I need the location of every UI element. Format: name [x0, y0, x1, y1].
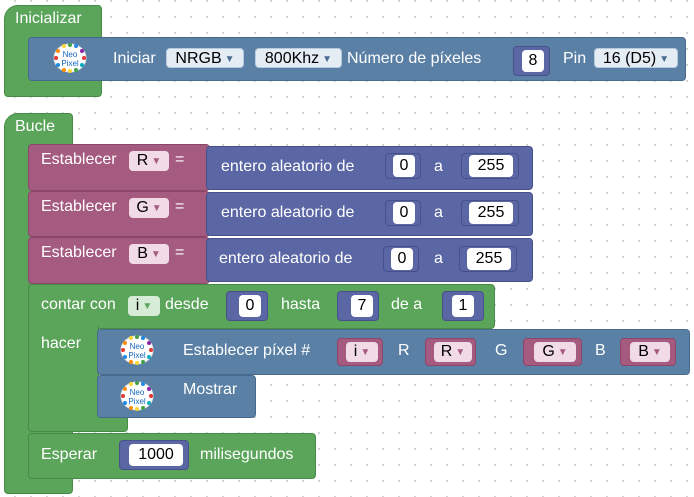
random-r-to-field[interactable]: 255 [469, 155, 513, 177]
random-r-to-label: a [434, 158, 443, 175]
chevron-down-icon: ▼ [224, 54, 235, 65]
show-label: Mostrar [183, 381, 238, 398]
init-pixels-label: Número de píxeles [347, 50, 482, 67]
set-pixel-r-value: R [440, 343, 453, 360]
set-g-label: Establecer [41, 198, 117, 215]
neopixel-logo-icon: Neo Pixel [53, 43, 87, 73]
pixels-number-field[interactable]: 8 [522, 50, 544, 72]
loop-block-label: Bucle [15, 118, 56, 135]
random-r-from-field[interactable]: 0 [393, 155, 415, 177]
count-variable-dropdown[interactable]: i▼ [128, 296, 160, 316]
pin-dropdown[interactable]: 16 (D5)▼ [594, 48, 678, 68]
set-pixel-index-value: i [353, 343, 358, 360]
set-pixel-index-dropdown[interactable]: i▼ [346, 342, 378, 362]
random-g-to-field[interactable]: 255 [469, 202, 513, 224]
chevron-down-icon: ▼ [360, 347, 371, 358]
set-variable-block-b[interactable] [28, 237, 210, 284]
neopixel-freq-dropdown[interactable]: 800Khz▼ [255, 48, 342, 68]
set-r-equals: = [175, 151, 185, 168]
set-pixel-g-label: G [495, 342, 508, 359]
count-do-label: hacer [41, 335, 82, 352]
count-to-field[interactable]: 7 [351, 295, 373, 317]
chevron-down-icon: ▼ [142, 301, 153, 312]
chevron-down-icon: ▼ [322, 54, 333, 65]
set-g-variable-value: G [136, 199, 149, 216]
set-variable-block-g[interactable] [28, 191, 210, 237]
set-pixel-label: Establecer píxel # [183, 342, 311, 359]
neopixel-logo-text-pixel: Pixel [61, 59, 79, 68]
chevron-down-icon: ▼ [150, 249, 161, 260]
chevron-down-icon: ▼ [455, 347, 466, 358]
count-step-field[interactable]: 1 [452, 295, 474, 317]
svg-text:Neo: Neo [130, 342, 145, 351]
chevron-down-icon: ▼ [557, 347, 568, 358]
chevron-down-icon: ▼ [151, 203, 162, 214]
set-pixel-block[interactable] [97, 329, 690, 375]
set-variable-block-r[interactable] [28, 144, 210, 191]
init-start-label: Iniciar [113, 50, 156, 67]
chevron-down-icon: ▼ [151, 156, 162, 167]
set-pixel-g-value: G [542, 343, 555, 360]
set-b-variable-value: B [137, 245, 148, 262]
random-b-to-field[interactable]: 255 [467, 248, 511, 270]
wait-value-field[interactable]: 1000 [129, 444, 183, 466]
neopixel-logo-icon: Neo Pixel [120, 381, 154, 411]
count-label: contar con [41, 296, 116, 313]
neopixel-logo-icon: Neo Pixel [120, 335, 154, 365]
neopixel-init-block[interactable] [28, 37, 686, 81]
random-r-label: entero aleatorio de [221, 158, 355, 175]
set-b-variable-dropdown[interactable]: B▼ [129, 244, 169, 264]
random-g-from-field[interactable]: 0 [393, 202, 415, 224]
wait-label: Esperar [41, 446, 98, 463]
neopixel-type-value: NRGB [175, 50, 222, 67]
neopixel-type-dropdown[interactable]: NRGB▼ [166, 48, 244, 68]
neopixel-logo-text-neo: Neo [63, 50, 78, 59]
wait-unit-label: milisegundos [200, 446, 294, 463]
count-to-label: hasta [281, 296, 321, 313]
random-g-label: entero aleatorio de [221, 204, 355, 221]
chevron-down-icon: ▼ [651, 347, 662, 358]
set-r-label: Establecer [41, 151, 117, 168]
init-pin-label: Pin [563, 50, 587, 67]
count-from-label: desde [165, 296, 209, 313]
pin-value: 16 (D5) [602, 50, 657, 67]
count-from-field[interactable]: 0 [239, 295, 261, 317]
set-pixel-r-label: R [398, 342, 410, 359]
svg-text:Pixel: Pixel [128, 397, 146, 406]
count-loop-spine [28, 326, 99, 432]
random-b-label: entero aleatorio de [219, 250, 353, 267]
set-pixel-g-dropdown[interactable]: G▼ [534, 342, 576, 362]
set-pixel-b-value: B [638, 343, 649, 360]
init-block-label: Inicializar [15, 10, 82, 27]
set-g-equals: = [175, 198, 185, 215]
count-loop-footer [28, 416, 128, 432]
set-r-variable-dropdown[interactable]: R▼ [129, 151, 169, 171]
random-b-from-field[interactable]: 0 [391, 248, 413, 270]
neopixel-freq-value: 800Khz [264, 50, 320, 67]
set-pixel-b-dropdown[interactable]: B▼ [630, 342, 670, 362]
count-variable-value: i [135, 297, 140, 314]
random-g-to-label: a [434, 204, 443, 221]
set-b-label: Establecer [41, 244, 117, 261]
chevron-down-icon: ▼ [659, 54, 670, 65]
set-pixel-b-label: B [595, 342, 606, 359]
count-step-label: de a [391, 296, 423, 313]
set-r-variable-value: R [136, 152, 149, 169]
svg-text:Pixel: Pixel [128, 351, 146, 360]
svg-text:Neo: Neo [130, 388, 145, 397]
set-g-variable-dropdown[interactable]: G▼ [129, 198, 169, 218]
random-b-to-label: a [434, 250, 443, 267]
set-pixel-r-dropdown[interactable]: R▼ [434, 342, 472, 362]
set-b-equals: = [175, 244, 185, 261]
